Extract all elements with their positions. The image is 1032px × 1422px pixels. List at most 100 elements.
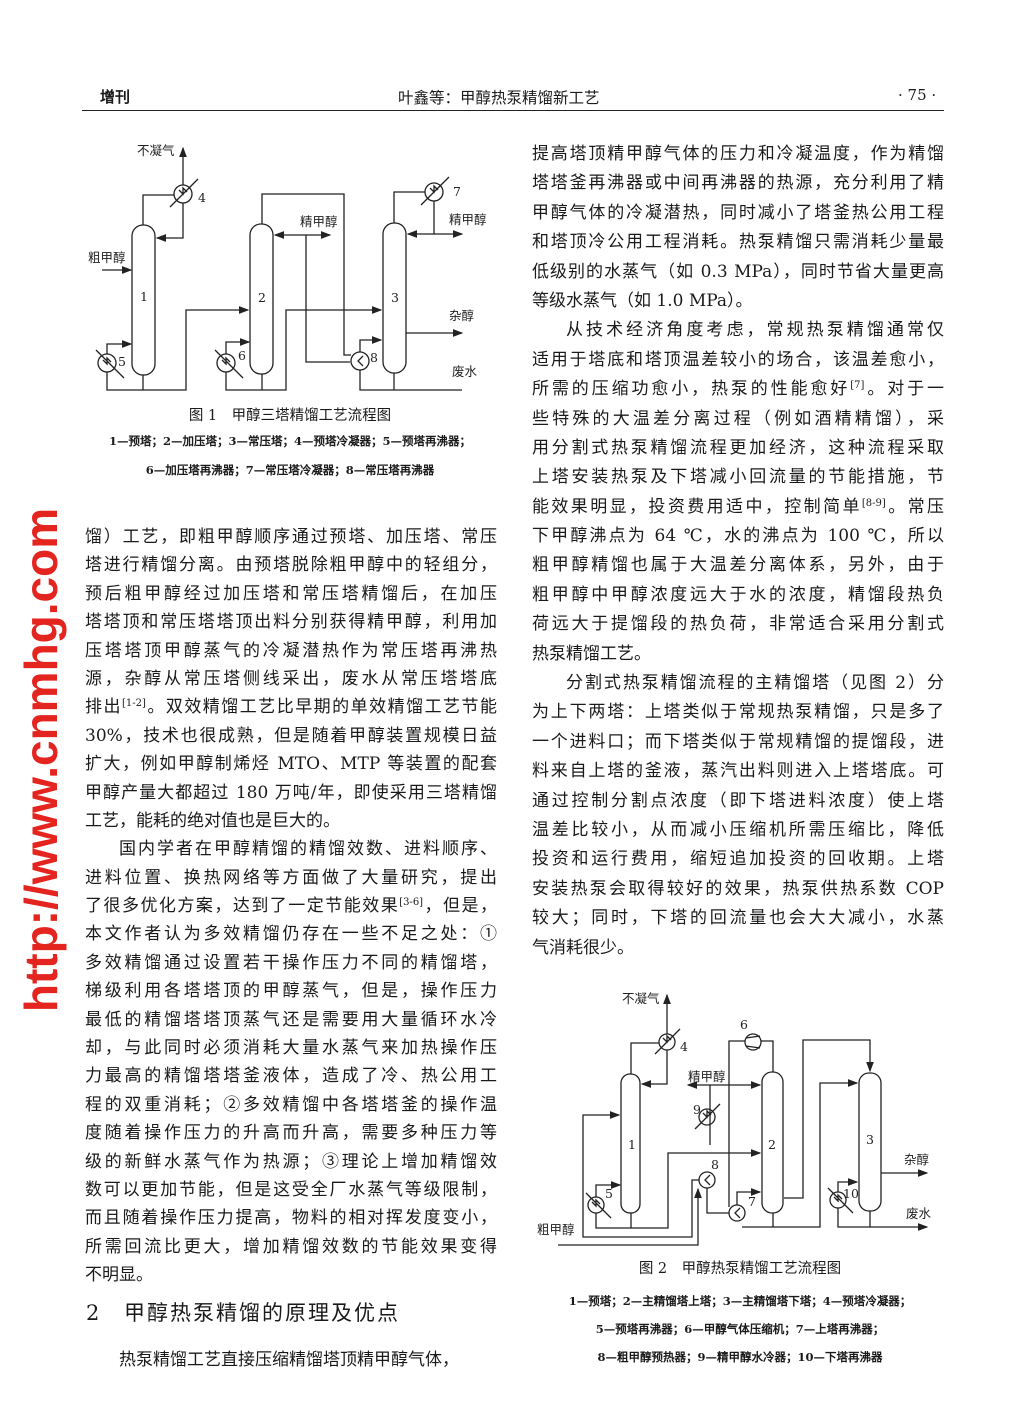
text-line: 工艺，能耗的绝对值也是巨大的。 (85, 810, 340, 831)
text-line: 粗甲醇中甲醇浓度远大于水的浓度，精馏段热负 (532, 584, 944, 605)
figure-1-caption: 图 1 甲醇三塔精馏工艺流程图 (188, 408, 392, 424)
label-wastewater: 废水 (906, 1206, 932, 1221)
text-line: 等级水蒸气（如 1.0 MPa）。 (532, 290, 753, 311)
text-line: 国内学者在甲醇精馏的精馏效数、进料顺序、 (119, 839, 497, 860)
label-3: 3 (866, 1132, 874, 1147)
label-fusel-oil: 杂醇 (449, 308, 474, 323)
label-4: 4 (198, 190, 206, 205)
text-line: 料来自上塔的釜液，蒸汽出料则进入上塔塔底。可 (532, 761, 944, 782)
text-line: 较大；同时，下塔的回流量也会大大减小，水蒸 (532, 908, 944, 929)
text-line: 而且随着操作压力提高，物料的相对挥发度变小， (85, 1208, 497, 1229)
label-noncondensable: 不凝气 (137, 143, 175, 158)
reboiler-8-icon (350, 351, 370, 371)
label-5: 5 (605, 1186, 613, 1201)
text-line: 投资和运行费用，缩短追加投资的回收期。上塔 (532, 849, 944, 870)
label-noncondensable: 不凝气 (622, 991, 660, 1006)
text-line: 荷远大于提馏段的热负荷，非常适合采用分割式 (532, 614, 944, 635)
text-line: 本文作者认为多效精馏仍存在一些不足之处：① (85, 924, 497, 945)
label-wastewater: 废水 (452, 364, 478, 379)
label-2: 2 (258, 290, 266, 305)
figure-1-legend-line: 1—预塔；2—加压塔；3—常压塔；4—预塔冷凝器；5—预塔再沸器； (108, 434, 471, 448)
section-heading: 2 甲醇热泵精馏的原理及优点 (86, 1300, 400, 1326)
text-line: 通过控制分割点浓度（即下塔进料浓度）使上塔 (532, 790, 944, 811)
label-1: 1 (140, 289, 148, 304)
text-line: 粗甲醇精馏也属于大温差分离体系，另外，由于 (532, 555, 944, 576)
text-line: 安装热泵会取得较好的效果，热泵供热系数 COP (532, 878, 944, 899)
text-line: 塔塔顶和常压塔塔顶出料分别获得精甲醇，利用加 (85, 612, 497, 633)
text-line: 用分割式热泵精馏流程更加经济，这种流程采取 (532, 437, 944, 458)
text-line: 些特殊的大温差分离过程（例如酒精精馏），采 (532, 408, 944, 429)
citation-superscript: [8-9] (861, 497, 886, 509)
running-title: 叶鑫等：甲醇热泵精馏新工艺 (398, 89, 600, 107)
label-crude-methanol: 粗甲醇 (537, 1222, 575, 1237)
text-line: 不明显。 (85, 1265, 153, 1286)
reboiler-7-icon (728, 1204, 746, 1222)
preheater-8-icon (698, 1171, 716, 1189)
text-line: 馏）工艺，即粗甲醇顺序通过预塔、加压塔、常压 (85, 527, 497, 547)
water-cooler-9-icon (694, 1103, 721, 1130)
condenser-4-icon (169, 178, 199, 208)
label-3: 3 (391, 290, 399, 305)
text-line: 适用于塔底和塔顶温差较小的场合，该温差愈小， (532, 349, 944, 370)
text-line: 却，与此同时必须消耗大量水蒸气来加热操作压 (85, 1038, 497, 1059)
figure-1-legend-line: 6—加压塔再沸器；7—常压塔冷凝器；8—常压塔再沸器 (145, 463, 435, 477)
section-2-paragraph: 热泵精馏工艺直接压缩精馏塔顶精甲醇气体， (85, 1346, 497, 1375)
label-6: 6 (238, 348, 246, 363)
label-9: 9 (693, 1102, 701, 1117)
text-line: 程的双重消耗；②多效精馏中各塔塔釜的操作温 (85, 1094, 497, 1115)
label-6: 6 (740, 1017, 748, 1032)
left-column-text: 馏）工艺，即粗甲醇顺序通过预塔、加压塔、常压塔进行精馏分离。由预塔脱除粗甲醇中的… (85, 523, 497, 1290)
label-2: 2 (768, 1137, 776, 1152)
text-line: 力最高的精馏塔塔釜液体，造成了冷、热公用工 (85, 1066, 497, 1087)
text-line: 甲醇气体的冷凝潜热，同时减小了塔釜热公用工程 (532, 202, 944, 223)
citation-superscript: [1-2] (121, 698, 146, 710)
text-line: 级的新鲜水蒸气作为热源；③理论上增加精馏效 (85, 1151, 497, 1172)
text-line: 扩大，例如甲醇制烯烃 MTO、MTP 等装置的配套 (85, 754, 497, 775)
text-line: 为上下两塔：上塔类似于常规热泵精馏，只是多了 (532, 702, 944, 723)
text-line: 能效果明显，投资费用适中，控制简单[8-9]。常压 (532, 496, 945, 517)
text-line: 度随着操作压力的升高而升高，需要多种压力等 (85, 1123, 497, 1144)
text-line: 数可以更加节能，但是这受全厂水蒸气等级限制， (85, 1179, 497, 1200)
text-line: 一个进料口；而下塔类似于常规精馏的提馏段，进 (532, 731, 944, 752)
text-line: 最低的精馏塔塔顶蒸气还是需要用大量循环水冷 (85, 1009, 497, 1030)
text-line: 气消耗很少。 (532, 937, 634, 958)
text-line: 梯级利用各塔塔顶的甲醇蒸气，但是，操作压力 (85, 981, 497, 1002)
text-line: 低级别的水蒸气（如 0.3 MPa），同时节省大量更高 (532, 261, 944, 282)
text-line: 源，杂醇从常压塔侧线采出，废水从常压塔塔底 (85, 668, 497, 689)
text-line: 所需回流比更大，增加精馏效数的节能效果变得 (85, 1236, 497, 1257)
right-column-text: 提高塔顶精甲醇气体的压力和冷凝温度，作为精馏塔塔釜再沸器或中间再沸器的热源，充分… (532, 140, 944, 963)
label-7: 7 (748, 1194, 756, 1209)
figure-2-legend-line: 1—预塔；2—主精馏塔上塔；3—主精馏塔下塔；4—预塔冷凝器； (568, 1294, 912, 1308)
label-fusel-oil: 杂醇 (904, 1152, 929, 1167)
text-line: 和塔顶冷公用工程消耗。热泵精馏只需消耗少量最 (532, 232, 944, 253)
text-line: 甲醇产量大都超过 180 万吨/年，即使采用三塔精馏 (85, 782, 497, 803)
text-line: 多效精馏通过设置若干操作压力不同的精馏塔， (85, 952, 497, 973)
label-1: 1 (628, 1137, 636, 1152)
journal-issue-label: 增刊 (100, 88, 131, 106)
label-5: 5 (118, 354, 126, 369)
label-refined-methanol: 精甲醇 (300, 214, 338, 229)
figure-1-diagram: 不凝气 粗甲醇 精甲醇 精甲醇 杂醇 废水 1 2 3 4 5 6 7 8 (88, 143, 487, 391)
label-10: 10 (843, 1186, 859, 1201)
text-line: 所需的压缩功愈小，热泵的性能愈好[7]。对于一 (532, 379, 945, 400)
section-title: 甲醇热泵精馏的原理及优点 (124, 1301, 400, 1325)
page-number: · 75 · (898, 86, 937, 104)
header-rule (82, 110, 944, 111)
citation-superscript: [3-6] (399, 897, 424, 909)
text-line: 塔塔釜再沸器或中间再沸器的热源，充分利用了精 (532, 173, 944, 194)
watermark: http://www.cnmhg.com (15, 507, 67, 1013)
text-line: 从技术经济角度考虑，常规热泵精馏通常仅 (566, 320, 944, 341)
text-line: 下甲醇沸点为 64 ℃，水的沸点为 100 ℃，所以 (532, 526, 944, 547)
text-line: 热泵精馏工艺直接压缩精馏塔顶精甲醇气体， (119, 1350, 459, 1370)
text-line: 排出[1-2]。双效精馏工艺比早期的单效精馏工艺节能 (85, 697, 498, 718)
figure-2-caption: 图 2 甲醇热泵精馏工艺流程图 (638, 1261, 842, 1277)
figure-2-diagram: 不凝气 精甲醇 杂醇 废水 粗甲醇 1 2 3 4 5 6 7 8 9 10 (537, 991, 932, 1246)
section-number: 2 (86, 1301, 102, 1325)
compressor-6-icon (744, 1033, 762, 1051)
label-8: 8 (711, 1157, 719, 1172)
text-line: 提高塔顶精甲醇气体的压力和冷凝温度，作为精馏 (532, 144, 944, 164)
figure-2-legend-line: 5—预塔再沸器；6—甲醇气体压缩机；7—上塔再沸器； (595, 1322, 885, 1336)
text-line: 了很多优化方案，达到了一定节能效果[3-6]，但是， (85, 896, 498, 917)
text-line: 热泵精馏工艺。 (532, 643, 651, 664)
